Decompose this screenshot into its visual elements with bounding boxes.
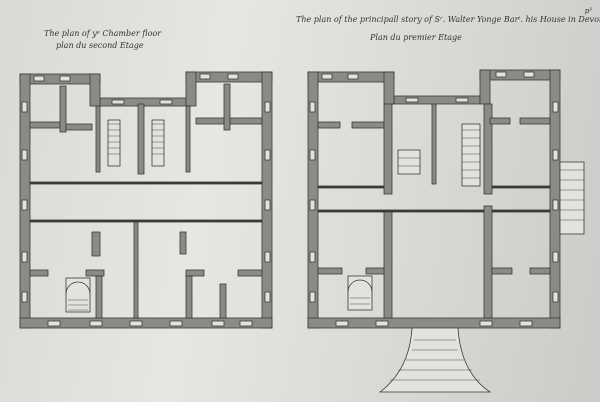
right-plan-caption-title: The plan of the principall story of Sʳ. … xyxy=(296,15,600,24)
left-plan-caption-title: The plan of yᵉ Chamber floor xyxy=(44,29,162,38)
right-stair-hatching xyxy=(350,129,584,381)
left-stair-hatching xyxy=(68,123,164,311)
left-floor-plan xyxy=(19,71,273,329)
right-plan-caption-subtitle: Plan du premier Etage xyxy=(370,33,462,42)
right-floor-plan xyxy=(307,69,585,393)
left-plan-caption-subtitle: plan du second Etage xyxy=(56,41,144,50)
page-number: p³ xyxy=(584,7,592,15)
